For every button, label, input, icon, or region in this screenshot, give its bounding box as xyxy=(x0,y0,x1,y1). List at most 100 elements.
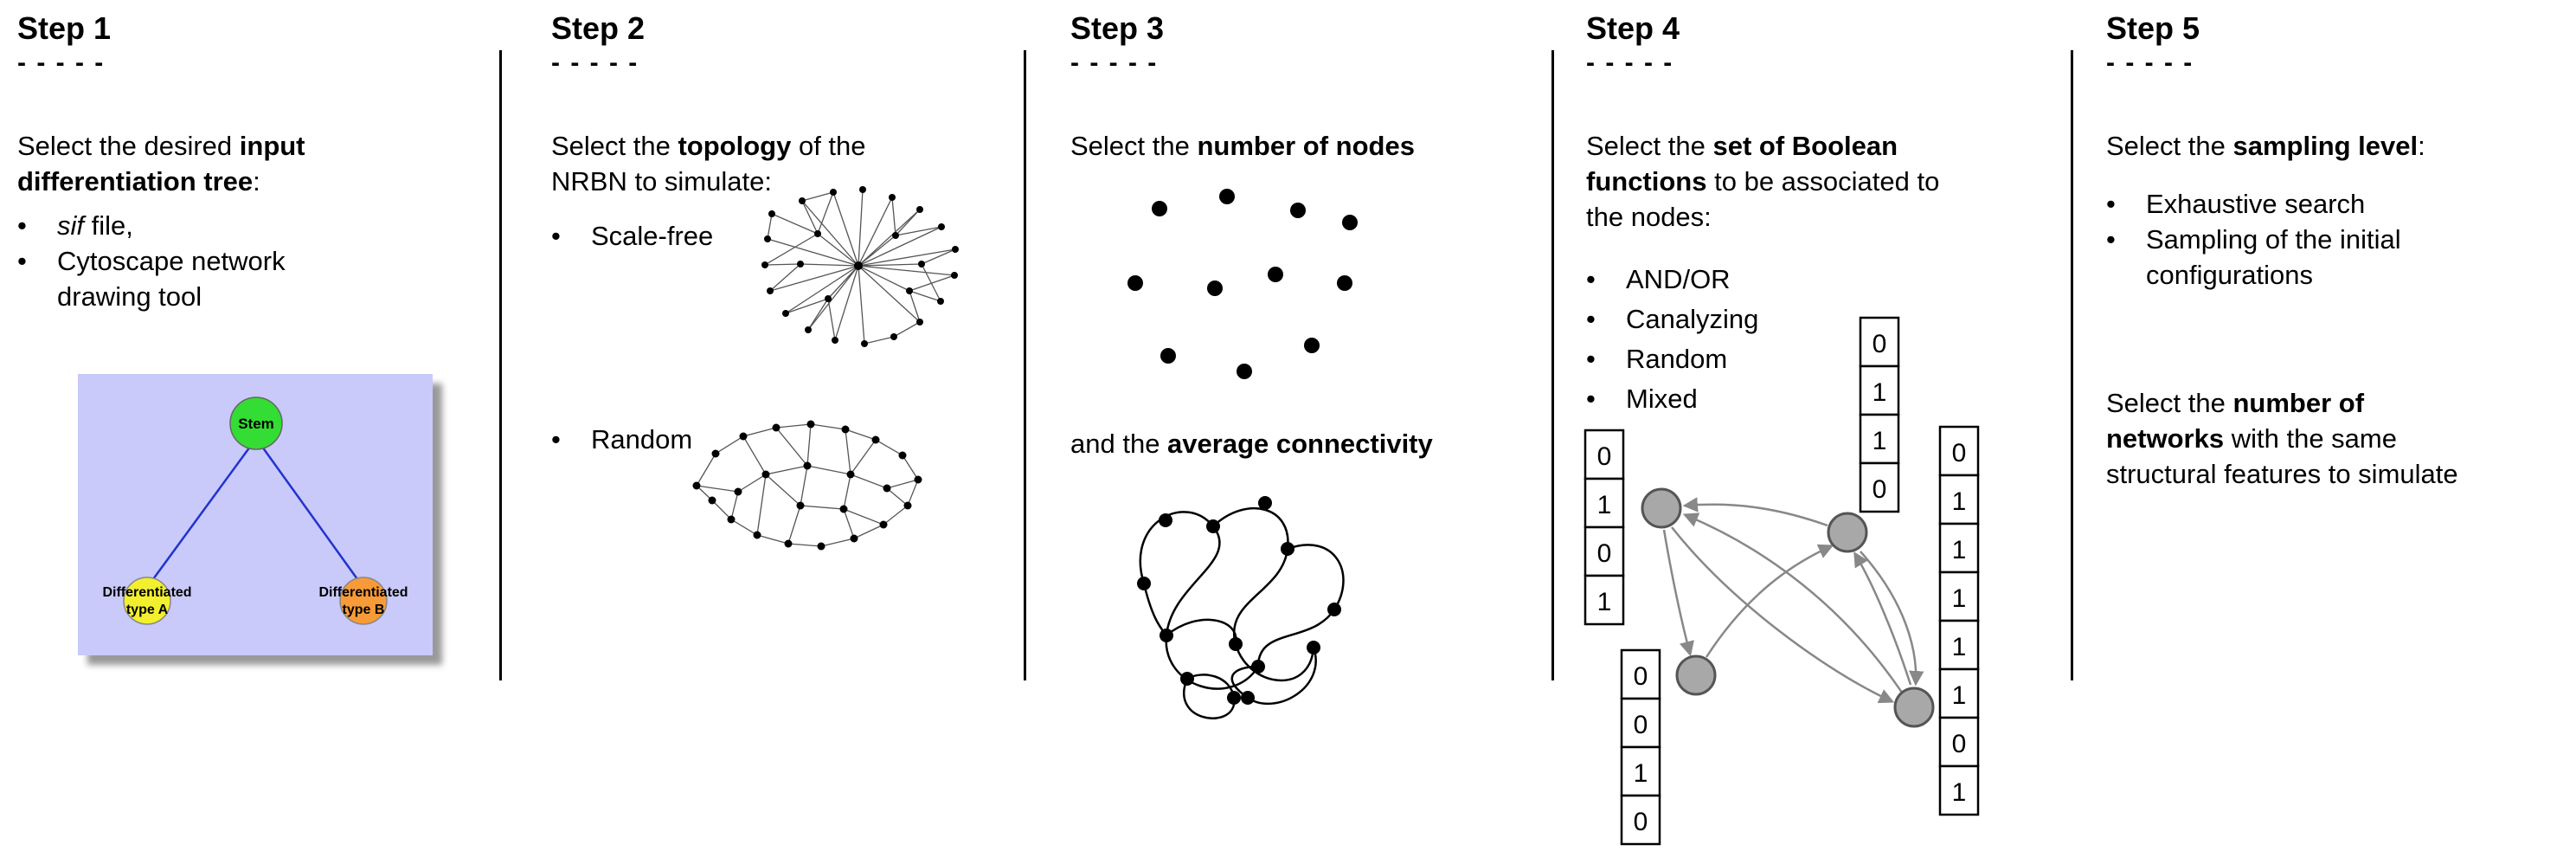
bullet-item: AND/OR xyxy=(1586,260,1846,300)
scale-free-edges-secondary xyxy=(764,191,956,345)
truth-table-value: 1 xyxy=(1597,588,1612,616)
step-3-title: Step 3 xyxy=(1070,10,1165,46)
truth-table-value: 1 xyxy=(1873,427,1887,455)
tree-edges xyxy=(151,446,359,580)
scale-free-network-figure xyxy=(761,186,959,347)
truth-table-cell xyxy=(1620,794,1661,846)
step-2-panel: Step 2 - - - - - Select the topology of … xyxy=(551,0,1023,851)
step-4-bullet-list: AND/OR Canalyzing Random Mixed xyxy=(1586,260,1846,419)
truth-table-cell xyxy=(1938,522,1980,574)
stem-node xyxy=(229,396,283,450)
truth-table-value: 0 xyxy=(1634,711,1648,739)
stem-node-label: Stem xyxy=(238,416,274,432)
step-1-title: Step 1 xyxy=(17,10,112,46)
boolean-network-figure: 0 1 0 1 0 1 1 0 0 xyxy=(1584,316,1980,846)
step-3-dashes: - - - - - xyxy=(1070,48,1159,77)
step-2-title: Step 2 xyxy=(551,10,646,46)
truth-table-value: 1 xyxy=(1952,584,1967,613)
truth-table-top: 0 1 1 0 xyxy=(1859,316,1900,513)
step-1-dashes: - - - - - xyxy=(17,48,106,77)
bullet-marker xyxy=(2106,186,2146,222)
bullet-marker xyxy=(17,243,57,314)
truth-table-cell xyxy=(1938,571,1980,622)
bullet-text: Canalyzing xyxy=(1626,304,1759,334)
bullet-text: Random xyxy=(1626,344,1728,374)
step-3-panel: Step 3 - - - - - Select the number of no… xyxy=(1070,0,1551,851)
type-b-label-line1: Differentiated xyxy=(318,585,408,600)
truth-table-value: 1 xyxy=(1873,378,1887,407)
differentiation-tree-figure: Stem Differentiated type A Differentiate… xyxy=(78,374,433,655)
random-network-ring xyxy=(696,423,919,547)
truth-table-value: 1 xyxy=(1952,536,1967,564)
step-4-panel: Step 4 - - - - - Select the set of Boole… xyxy=(1584,0,2062,851)
column-divider xyxy=(2071,50,2073,680)
step-2-dashes: - - - - - xyxy=(551,48,639,77)
bullet-item: Canalyzing xyxy=(1586,300,1846,339)
boolean-network-arrows xyxy=(1662,497,1924,704)
step-1-panel: Step 1 - - - - - Select the desired inpu… xyxy=(17,0,502,851)
bullet-text: Random xyxy=(591,424,693,455)
truth-table-value: 1 xyxy=(1952,681,1967,710)
truth-table-cell xyxy=(1620,697,1661,749)
truth-table-value: 0 xyxy=(1952,439,1967,467)
boolean-node xyxy=(1641,487,1682,529)
step-3-second-text: and the average connectivity xyxy=(1070,429,1433,459)
bullet-marker xyxy=(2106,222,2146,293)
truth-table-value: 0 xyxy=(1952,730,1967,758)
type-b-label-line2: type B xyxy=(343,603,385,617)
truth-table-value: 1 xyxy=(1952,487,1967,516)
bullet-item: Scale-free xyxy=(551,218,759,254)
step-5-dashes: - - - - - xyxy=(2106,48,2194,77)
bullet-text: Exhaustive search xyxy=(2146,189,2366,219)
random-network-nodes xyxy=(692,420,922,551)
truth-table-value: 0 xyxy=(1873,475,1887,504)
differentiation-tree-svg: Stem Differentiated type A Differentiate… xyxy=(102,396,408,625)
nodes-dots-figure xyxy=(1127,189,1358,379)
connectivity-tangle-figure xyxy=(1137,496,1345,719)
bullet-marker xyxy=(551,422,591,457)
bullet-text: Mixed xyxy=(1626,384,1698,414)
truth-table-bottom: 0 0 1 0 xyxy=(1620,648,1661,846)
boolean-node xyxy=(1675,654,1717,696)
column-divider xyxy=(1551,50,1554,680)
bullet-text: sif file, xyxy=(57,210,133,241)
truth-table-value: 0 xyxy=(1597,442,1612,471)
scale-free-edges xyxy=(767,189,956,345)
truth-table-value: 1 xyxy=(1952,633,1967,661)
step-4-title: Step 4 xyxy=(1586,10,1680,46)
bullet-item: Random xyxy=(551,422,759,457)
bullet-item: sif file, xyxy=(17,208,502,243)
truth-table-cell xyxy=(1938,716,1980,768)
step-5-panel: Step 5 - - - - - Select the sampling lev… xyxy=(2106,0,2565,851)
boolean-node xyxy=(1893,687,1935,728)
tangle-nodes xyxy=(1137,496,1341,705)
truth-table-value: 1 xyxy=(1952,778,1967,807)
bullet-item: Mixed xyxy=(1586,379,1846,419)
random-network-figure xyxy=(692,420,922,551)
boolean-node xyxy=(1827,512,1868,553)
boolean-network-nodes xyxy=(1641,487,1935,728)
truth-table-cell xyxy=(1938,474,1980,525)
step-2-bullet-random: Random xyxy=(551,422,759,457)
step-5-title: Step 5 xyxy=(2106,10,2200,46)
step-4-dashes: - - - - - xyxy=(1586,48,1674,77)
column-divider xyxy=(1024,50,1026,680)
step-5-bullet-list: Exhaustive search Sampling of the initia… xyxy=(2106,186,2565,293)
truth-table-value: 0 xyxy=(1634,662,1648,691)
truth-table-cell xyxy=(1859,316,1900,368)
bullet-text: Scale-free xyxy=(591,221,714,251)
step-3-intro: Select the number of nodes xyxy=(1070,131,1415,161)
truth-table-cell xyxy=(1859,461,1900,513)
truth-table-value: 1 xyxy=(1634,759,1648,788)
bullet-item: Random xyxy=(1586,339,1846,379)
truth-table-value: 1 xyxy=(1597,491,1612,519)
bullet-marker xyxy=(17,208,57,243)
